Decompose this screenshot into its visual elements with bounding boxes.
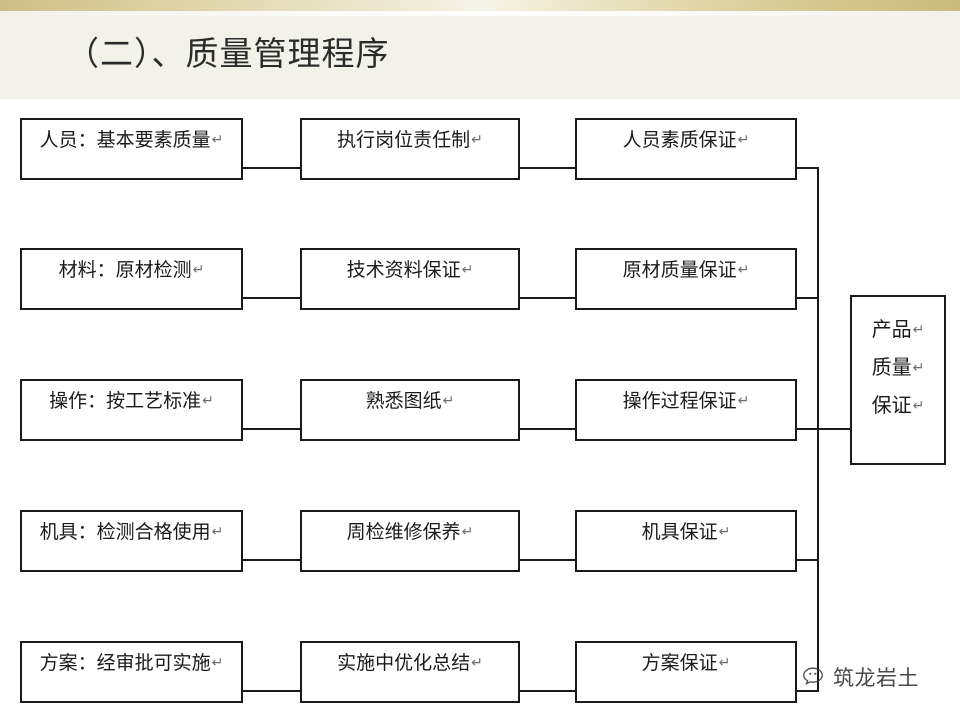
header-accent-glow xyxy=(0,11,960,16)
node-row2-stage3: 原材质量保证↵ xyxy=(575,248,797,310)
header-accent-rule xyxy=(0,0,960,11)
pilcrow-icon: ↵ xyxy=(211,524,224,540)
connector-row1-s2-s3 xyxy=(520,167,575,169)
pilcrow-icon: ↵ xyxy=(718,655,731,671)
connector-bus-to-result xyxy=(817,428,850,430)
pilcrow-icon: ↵ xyxy=(202,393,214,409)
node-row1-stage1-label: 人员：基本要素质量↵ xyxy=(39,129,224,151)
node-row5-stage3: 方案保证↵ xyxy=(575,641,797,703)
node-result-line1: 产品↵ xyxy=(871,317,925,341)
pilcrow-icon: ↵ xyxy=(211,655,224,671)
pilcrow-icon: ↵ xyxy=(192,262,205,278)
pilcrow-icon: ↵ xyxy=(471,655,483,671)
pilcrow-icon: ↵ xyxy=(461,262,474,278)
node-row1-stage1: 人员：基本要素质量↵ xyxy=(20,118,243,180)
node-row2-stage2-label: 技术资料保证↵ xyxy=(346,259,474,281)
pilcrow-icon: ↵ xyxy=(737,132,750,148)
page-title: （二）、质量管理程序 xyxy=(66,34,390,73)
node-row3-stage1-label: 操作：按工艺标准↵ xyxy=(49,390,214,412)
pilcrow-icon: ↵ xyxy=(912,322,925,338)
node-result-quality-assurance: 产品↵ 质量↵ 保证↵ xyxy=(850,295,946,465)
connector-row3-s1-s2 xyxy=(243,428,300,430)
node-row3-stage3-label: 操作过程保证↵ xyxy=(622,390,750,412)
connector-row3-s2-s3 xyxy=(520,428,575,430)
pilcrow-icon: ↵ xyxy=(718,524,731,540)
node-row2-stage1: 材料：原材检测↵ xyxy=(20,248,243,310)
connector-row5-s1-s2 xyxy=(243,690,300,692)
node-result-line3: 保证↵ xyxy=(871,393,925,417)
connector-row2-s2-s3 xyxy=(520,297,575,299)
node-row5-stage1: 方案：经审批可实施↵ xyxy=(20,641,243,703)
connector-row1-s1-s2 xyxy=(243,167,300,169)
watermark-label: 筑龙岩土 xyxy=(833,666,919,690)
slide-header: （二）、质量管理程序 xyxy=(0,0,960,99)
pilcrow-icon: ↵ xyxy=(912,360,925,376)
node-row5-stage2-label: 实施中优化总结↵ xyxy=(337,652,483,674)
node-row5-stage3-label: 方案保证↵ xyxy=(641,652,731,674)
pilcrow-icon: ↵ xyxy=(442,393,455,409)
node-row3-stage1: 操作：按工艺标准↵ xyxy=(20,379,243,441)
wechat-bubble-icon xyxy=(800,664,826,690)
connector-row1-to-bus xyxy=(797,167,819,169)
node-result-line2: 质量↵ xyxy=(871,355,925,379)
node-row1-stage3-label: 人员素质保证↵ xyxy=(622,129,750,151)
flowchart-area: 人员：基本要素质量↵ 执行岗位责任制↵ 人员素质保证↵ 材料：原材检测↵ 技术资… xyxy=(0,99,960,720)
node-row3-stage2: 熟悉图纸↵ xyxy=(300,379,520,441)
pilcrow-icon: ↵ xyxy=(471,132,483,148)
connector-row4-s2-s3 xyxy=(520,559,575,561)
node-row4-stage2: 周检维修保养↵ xyxy=(300,510,520,572)
pilcrow-icon: ↵ xyxy=(737,393,750,409)
connector-row2-to-bus xyxy=(797,297,819,299)
node-row4-stage3: 机具保证↵ xyxy=(575,510,797,572)
connector-row5-s2-s3 xyxy=(520,690,575,692)
node-row2-stage1-label: 材料：原材检测↵ xyxy=(58,259,205,281)
connector-row5-to-bus xyxy=(797,690,819,692)
node-result-label: 产品↵ 质量↵ 保证↵ xyxy=(852,311,944,425)
pilcrow-icon: ↵ xyxy=(737,262,750,278)
node-row2-stage2: 技术资料保证↵ xyxy=(300,248,520,310)
node-row1-stage2-label: 执行岗位责任制↵ xyxy=(337,129,483,151)
node-row1-stage3: 人员素质保证↵ xyxy=(575,118,797,180)
node-row3-stage3: 操作过程保证↵ xyxy=(575,379,797,441)
node-row4-stage1-label: 机具：检测合格使用↵ xyxy=(39,521,224,543)
watermark: 筑龙岩土 xyxy=(800,662,919,692)
node-row4-stage3-label: 机具保证↵ xyxy=(641,521,731,543)
connector-row2-s1-s2 xyxy=(243,297,300,299)
pilcrow-icon: ↵ xyxy=(211,132,224,148)
node-row1-stage2: 执行岗位责任制↵ xyxy=(300,118,520,180)
connector-row3-to-bus xyxy=(797,428,819,430)
connector-row4-s1-s2 xyxy=(243,559,300,561)
node-row5-stage1-label: 方案：经审批可实施↵ xyxy=(39,652,224,674)
node-row4-stage1: 机具：检测合格使用↵ xyxy=(20,510,243,572)
node-row3-stage2-label: 熟悉图纸↵ xyxy=(365,390,455,412)
node-row2-stage3-label: 原材质量保证↵ xyxy=(622,259,750,281)
pilcrow-icon: ↵ xyxy=(461,524,474,540)
node-row4-stage2-label: 周检维修保养↵ xyxy=(346,521,474,543)
pilcrow-icon: ↵ xyxy=(912,398,925,414)
connector-row4-to-bus xyxy=(797,559,819,561)
node-row5-stage2: 实施中优化总结↵ xyxy=(300,641,520,703)
